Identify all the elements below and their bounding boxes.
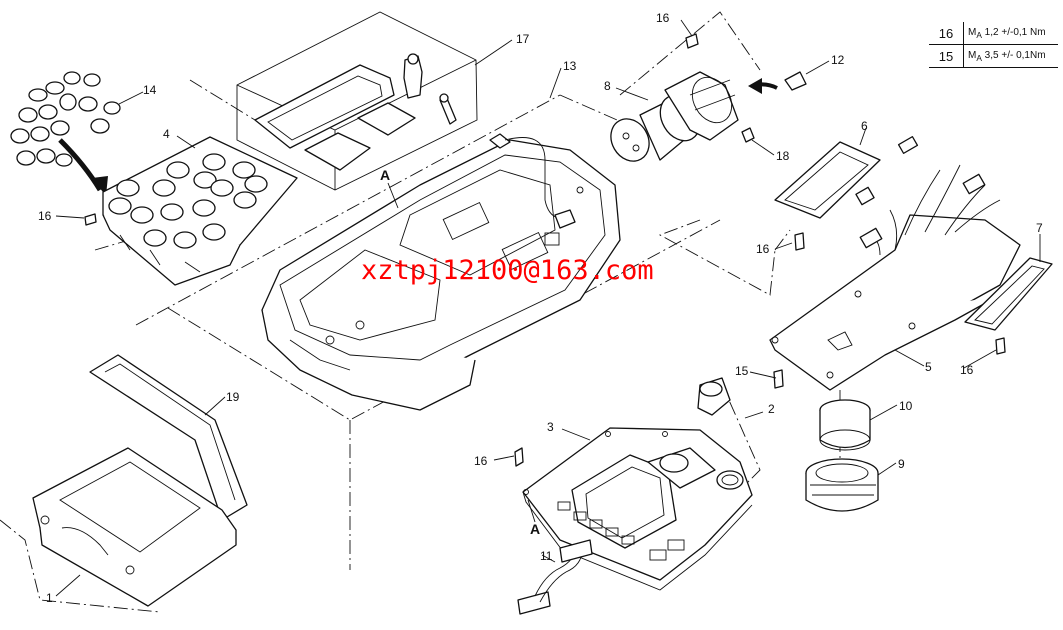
callout-10: 10 <box>899 399 913 413</box>
callout-8: 8 <box>604 79 611 93</box>
callout-labels: 14 4 16 17 13 16 8 12 18 6 16 7 5 16 15 … <box>38 11 1043 605</box>
callout-1: 1 <box>46 591 53 605</box>
torque-spec-table: 16 MA 1,2 +/-0,1 Nm 15 MA 3,5 +/- 0,1Nm <box>929 22 1058 68</box>
callout-4: 4 <box>163 127 170 141</box>
part-6-gasket-plate <box>774 141 881 219</box>
part-19-case-lid <box>89 354 248 521</box>
part-13-housing <box>261 133 621 411</box>
callout-16: 16 <box>38 209 52 223</box>
callout-15: 15 <box>735 364 749 378</box>
callout-14: 14 <box>143 83 157 97</box>
torque-part-id: 15 <box>929 44 964 68</box>
part-3-front-panel <box>522 377 753 591</box>
callout-18: 18 <box>776 149 790 163</box>
callout-13: 13 <box>563 59 577 73</box>
part-14-o-rings <box>10 71 121 196</box>
screws <box>84 33 1006 467</box>
torque-value: MA 3,5 +/- 0,1Nm <box>963 44 1058 68</box>
callout-2: 2 <box>768 402 775 416</box>
torque-row: 15 MA 3,5 +/- 0,1Nm <box>929 44 1058 68</box>
callout-12: 12 <box>831 53 845 67</box>
part-17-gasket-kit <box>236 11 478 191</box>
callout-7: 7 <box>1036 221 1043 235</box>
part-11-ribbon-cable <box>517 539 593 615</box>
part-5-rear-plate <box>769 136 1021 391</box>
part-7-gasket-strip <box>964 257 1053 331</box>
callout-9: 9 <box>898 457 905 471</box>
leader-lines <box>55 19 1041 597</box>
callout-6: 6 <box>861 119 868 133</box>
callout-16: 16 <box>960 363 974 377</box>
callout-16: 16 <box>756 242 770 256</box>
callout-19: 19 <box>226 390 240 404</box>
torque-row: 16 MA 1,2 +/-0,1 Nm <box>929 22 1058 45</box>
watermark-text: xztpj12100@163.com <box>361 255 654 286</box>
section-marker-a: A <box>380 167 390 183</box>
callout-16: 16 <box>656 11 670 25</box>
callout-5: 5 <box>925 360 932 374</box>
callout-11: 11 <box>540 549 553 563</box>
torque-part-id: 16 <box>929 22 964 45</box>
part-4-keypad-plate <box>102 136 298 286</box>
parts-9-10-rings <box>805 399 879 512</box>
callout-17: 17 <box>516 32 530 46</box>
callout-16: 16 <box>474 454 488 468</box>
torque-value: MA 1,2 +/-0,1 Nm <box>963 22 1058 45</box>
part-1-case-body <box>32 447 237 607</box>
section-marker-a: A <box>530 521 540 537</box>
part-8-sensor-assembly <box>610 71 807 162</box>
callout-3: 3 <box>547 420 554 434</box>
